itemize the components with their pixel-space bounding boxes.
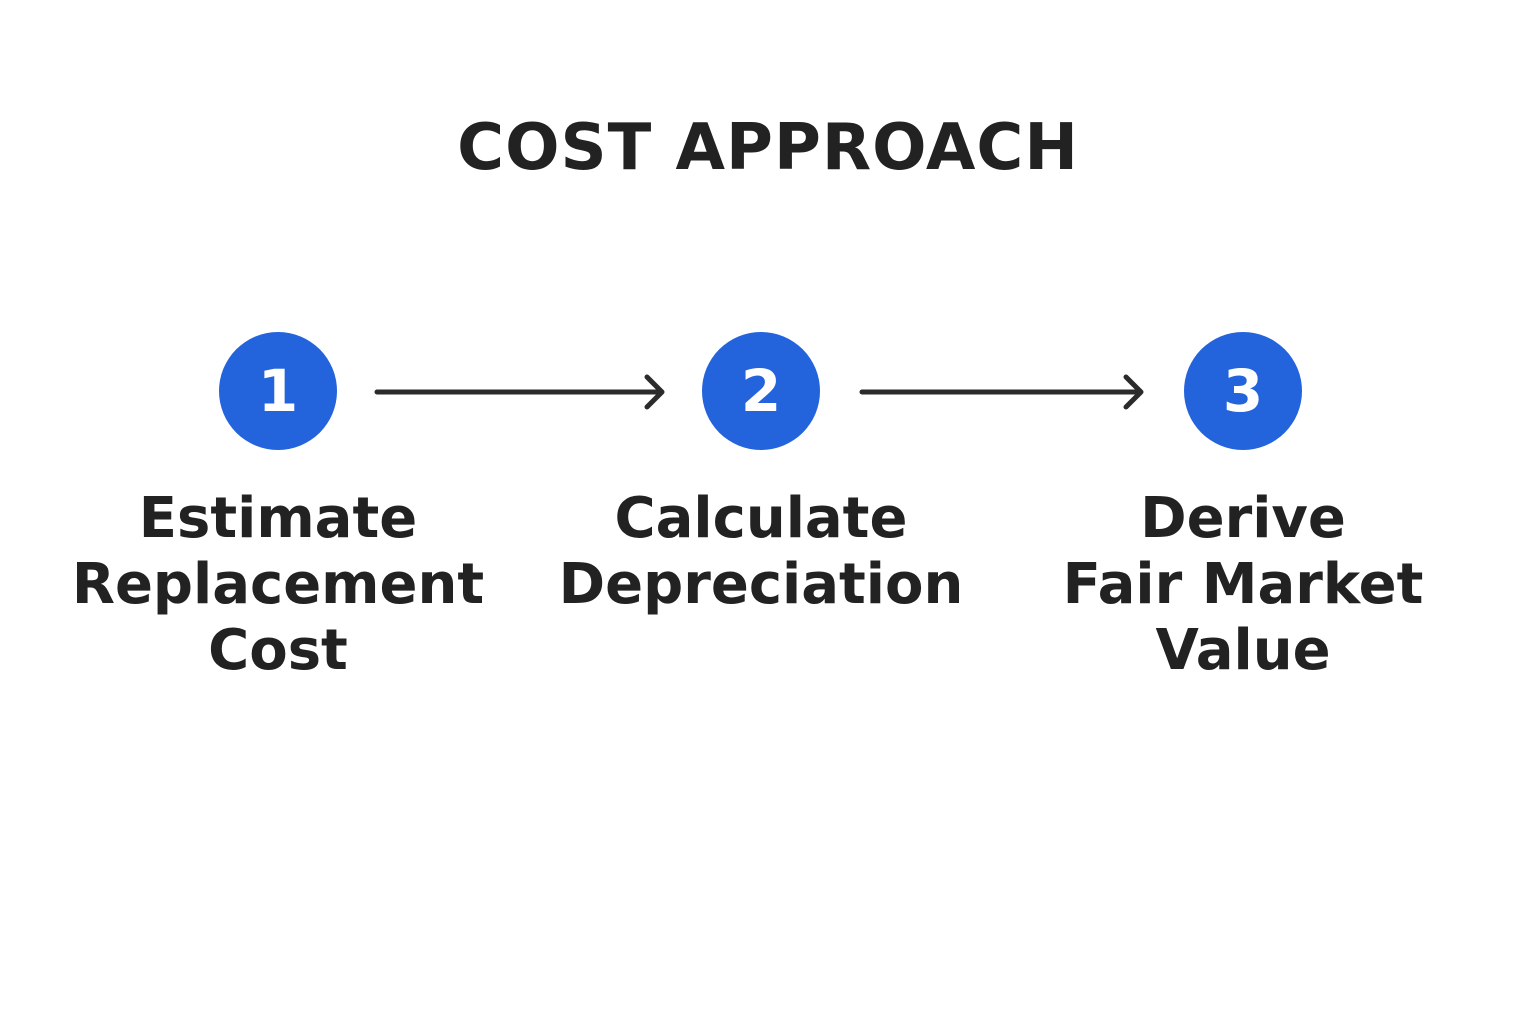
step-1-label: Estimate Replacement Cost: [68, 486, 488, 684]
step-2: 2 Calculate Depreciation: [551, 332, 971, 618]
step-3-label-line: Value: [1155, 618, 1331, 683]
step-1: 1 Estimate Replacement Cost: [68, 332, 488, 684]
step-3-number-badge: 3: [1184, 332, 1302, 450]
step-3-label-line: Derive: [1140, 486, 1346, 551]
step-2-number-badge: 2: [702, 332, 820, 450]
step-1-label-line: Cost: [208, 618, 348, 683]
step-3-label: Derive Fair Market Value: [1033, 486, 1453, 684]
step-2-label-line: Depreciation: [558, 552, 964, 617]
step-1-label-line: Estimate: [138, 486, 418, 551]
step-1-label-line: Replacement: [71, 552, 485, 617]
step-3: 3 Derive Fair Market Value: [1033, 332, 1453, 684]
step-2-label: Calculate Depreciation: [551, 486, 971, 618]
diagram-title: COST APPROACH: [457, 111, 1079, 185]
step-3-label-line: Fair Market: [1062, 552, 1424, 617]
step-2-label-line: Calculate: [614, 486, 908, 551]
step-1-number-badge: 1: [219, 332, 337, 450]
